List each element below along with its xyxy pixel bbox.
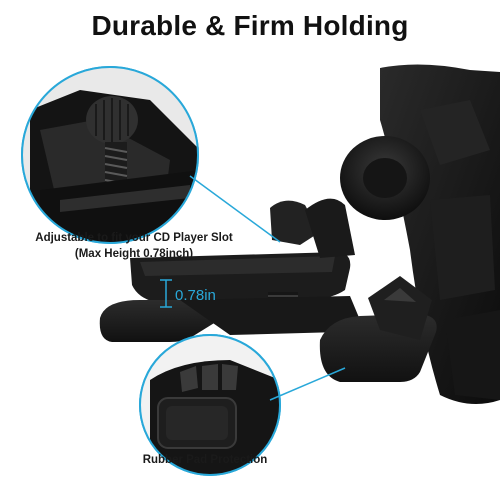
page-title: Durable & Firm Holding	[91, 10, 409, 41]
zoom-circle-rubber-pad	[139, 334, 281, 476]
rubber-pad-callout: Rubber Pad Protection	[142, 454, 268, 466]
zoom-circle-clamp	[21, 66, 199, 244]
cd-slot-callout: Adjustable to fit your CD Player Slot (M…	[14, 230, 254, 262]
cd-slot-callout-line2: (Max Height 0.78inch)	[74, 248, 194, 260]
measurement-label: 0.78in	[175, 287, 216, 304]
measurement-bracket	[160, 279, 172, 308]
holder-body	[340, 64, 500, 404]
leader-lines	[189, 175, 346, 401]
cd-clamp	[99, 198, 437, 382]
cd-slot-callout-line1: Adjustable to fit your CD Player Slot	[35, 232, 233, 244]
